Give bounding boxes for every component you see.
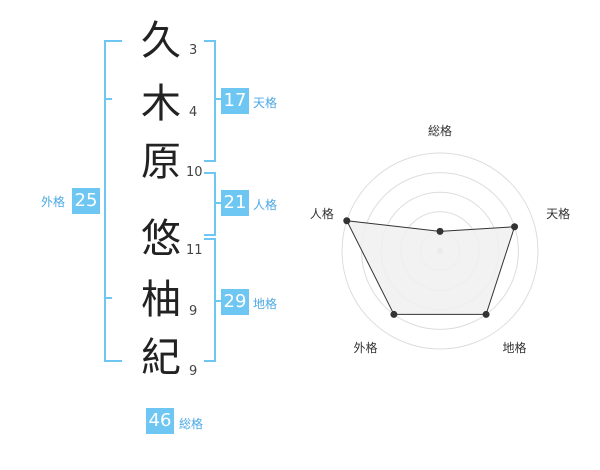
radar-point-3 — [482, 310, 490, 318]
tenkaku-bracket-connector — [214, 98, 222, 100]
gaikaku-value-badge: 25 — [72, 188, 100, 214]
gaikaku-bracket-tick — [104, 98, 112, 100]
name-char-4: 悠 — [141, 216, 181, 262]
radar-axis-label: 外格 — [353, 340, 377, 355]
chikaku-label: 地格 — [253, 297, 278, 311]
jinkaku-bracket — [204, 172, 216, 236]
stroke-count-4: 11 — [186, 243, 203, 258]
tenkaku-value-badge: 17 — [221, 88, 249, 114]
stroke-count-1: 3 — [189, 43, 198, 58]
radar-polygon-group — [345, 220, 516, 315]
radar-value-polygon — [345, 220, 516, 315]
name-char-3: 原 — [141, 139, 181, 185]
name-char-1: 久 — [141, 18, 181, 64]
radar-axis-label: 天格 — [546, 206, 570, 221]
soukaku-label: 総格 — [179, 417, 204, 431]
tenkaku-label: 天格 — [253, 96, 278, 110]
radar-axis-label: 総格 — [428, 123, 452, 138]
gaikaku-bracket-tick — [104, 297, 112, 299]
tenkaku-bracket — [204, 40, 216, 162]
radar-point-1 — [436, 227, 444, 235]
chikaku-value-badge: 29 — [221, 289, 249, 315]
stroke-count-6: 9 — [189, 364, 198, 379]
jinkaku-label: 人格 — [253, 198, 278, 212]
radar-axis-label: 人格 — [310, 206, 334, 221]
radar-axis-label: 地格 — [503, 340, 527, 355]
stroke-count-3: 10 — [186, 165, 203, 180]
chikaku-bracket-connector — [214, 300, 222, 302]
radar-points — [343, 217, 519, 318]
radar-grid-ring — [341, 152, 539, 350]
gaikaku-label: 外格 — [41, 195, 66, 209]
radar-point-2 — [511, 223, 519, 231]
gaikaku-bracket — [104, 40, 122, 362]
name-char-2: 木 — [141, 81, 181, 127]
radar-point-5 — [343, 217, 351, 225]
stroke-count-2: 4 — [189, 105, 198, 120]
jinkaku-value-badge: 21 — [221, 190, 249, 216]
jinkaku-bracket-connector — [214, 202, 222, 204]
stroke-count-5: 9 — [189, 304, 198, 319]
name-char-6: 紀 — [141, 335, 181, 381]
soukaku-value-badge: 46 — [146, 408, 174, 434]
radar-point-4 — [390, 310, 398, 318]
name-char-5: 柚 — [141, 277, 181, 323]
